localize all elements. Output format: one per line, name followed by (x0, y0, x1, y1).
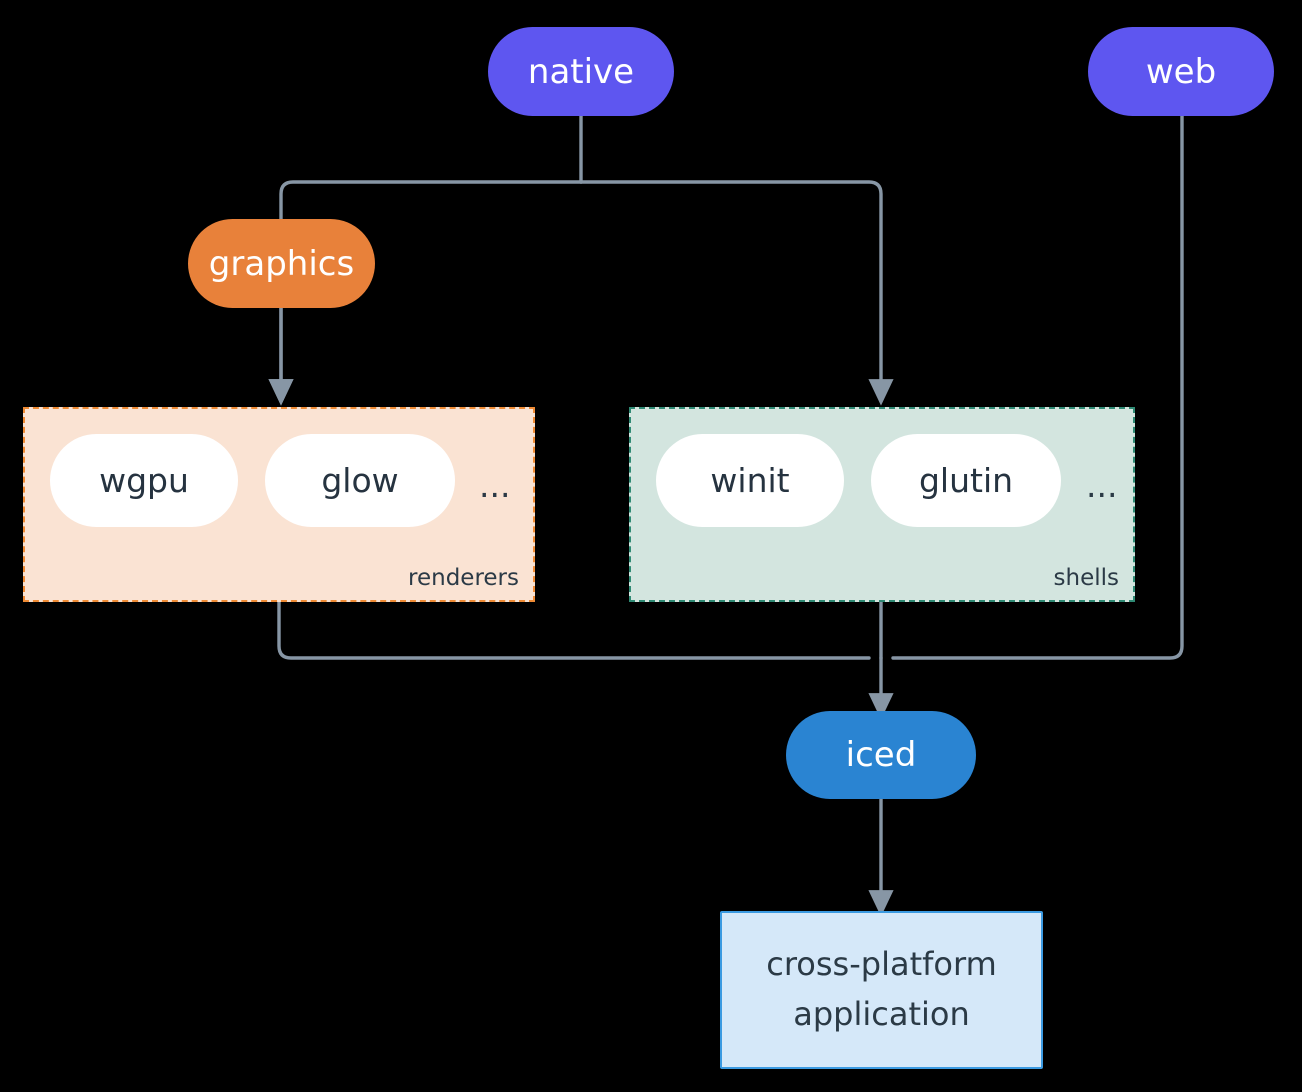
leaf-glow[interactable]: glow (265, 434, 455, 527)
node-native[interactable]: native (488, 27, 674, 116)
leaf-wgpu-label: wgpu (99, 461, 189, 500)
application-label-line2: application (793, 995, 970, 1033)
node-web-label: web (1145, 51, 1217, 92)
leaf-glutin-label: glutin (918, 461, 1014, 500)
leaf-glow-label: glow (321, 461, 399, 500)
node-cross-platform-application[interactable]: cross-platform application (720, 911, 1043, 1069)
node-iced[interactable]: iced (786, 711, 976, 799)
node-graphics[interactable]: graphics (188, 219, 375, 308)
leaf-winit[interactable]: winit (656, 434, 844, 527)
node-native-label: native (527, 51, 635, 92)
leaf-winit-label: winit (710, 461, 790, 500)
cluster-renderers-label: renderers (408, 565, 519, 591)
leaf-glutin[interactable]: glutin (871, 434, 1061, 527)
shells-overflow-ellipsis: ... (1086, 466, 1118, 505)
cluster-shells-label: shells (1053, 565, 1119, 591)
leaf-wgpu[interactable]: wgpu (50, 434, 238, 527)
edge-native-to-graphics (268, 180, 583, 406)
edge-web-to-iced (891, 114, 1184, 660)
node-graphics-label: graphics (208, 243, 355, 284)
node-iced-label: iced (845, 735, 917, 775)
edge-native-to-shells (579, 180, 894, 406)
node-web[interactable]: web (1088, 27, 1274, 116)
application-label-line1: cross-platform (766, 945, 997, 984)
renderers-overflow-ellipsis: ... (479, 466, 511, 505)
edge-renderers-to-iced (277, 600, 871, 660)
